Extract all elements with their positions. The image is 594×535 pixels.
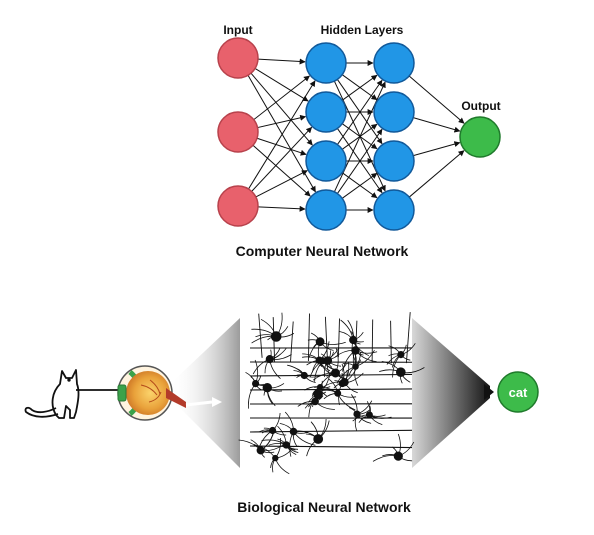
apical-dendrite xyxy=(338,319,339,358)
output-node xyxy=(460,117,500,157)
hidden-node-layer2 xyxy=(374,190,414,230)
input-label: Input xyxy=(223,23,252,37)
apical-dendrite xyxy=(308,314,309,362)
input-node xyxy=(218,38,258,78)
apical-dendrite xyxy=(391,321,392,364)
dendrite xyxy=(294,432,316,446)
input-node xyxy=(218,186,258,226)
output-label: Output xyxy=(461,99,500,113)
hidden-node-layer2 xyxy=(374,92,414,132)
connection-arrow xyxy=(413,118,460,132)
connection-arrow xyxy=(258,117,306,128)
computer-neural-network: Input Hidden Layers Output Computer Neur… xyxy=(218,23,501,259)
axon-line xyxy=(250,446,412,448)
connection-arrow xyxy=(258,59,305,62)
apical-dendrite xyxy=(406,312,410,363)
hidden-node-layer1 xyxy=(306,92,346,132)
connection-arrow xyxy=(258,207,305,209)
connection-arrow xyxy=(409,151,464,197)
connection-arrow xyxy=(256,171,307,197)
signal-fan-right xyxy=(412,318,490,468)
computer-network-caption: Computer Neural Network xyxy=(236,243,409,259)
hidden-node-layer2 xyxy=(374,141,414,181)
input-node xyxy=(218,112,258,152)
connection-arrow xyxy=(254,76,310,120)
cat-output-label: cat xyxy=(509,385,528,400)
connection-edges xyxy=(248,59,464,210)
biological-neural-network: cat Biological Neural Network xyxy=(25,312,538,515)
apical-dendrite xyxy=(372,320,373,363)
signal-fan-left xyxy=(170,318,240,468)
connection-arrow xyxy=(255,68,308,101)
cat-icon xyxy=(25,370,78,418)
dendrite xyxy=(248,384,255,409)
biological-network-caption: Biological Neural Network xyxy=(237,499,411,515)
hidden-layers-label: Hidden Layers xyxy=(321,23,404,37)
apical-dendrite xyxy=(325,317,327,362)
apical-dendrite xyxy=(291,322,294,363)
connection-arrow xyxy=(409,76,464,123)
connection-arrow xyxy=(413,143,460,156)
hidden-node-layer1 xyxy=(306,43,346,83)
connection-arrow xyxy=(252,127,312,191)
neuron-cluster-icon xyxy=(239,312,425,474)
hidden-node-layer1 xyxy=(306,141,346,181)
hidden-node-layer2 xyxy=(374,43,414,83)
hidden-node-layer1 xyxy=(306,190,346,230)
